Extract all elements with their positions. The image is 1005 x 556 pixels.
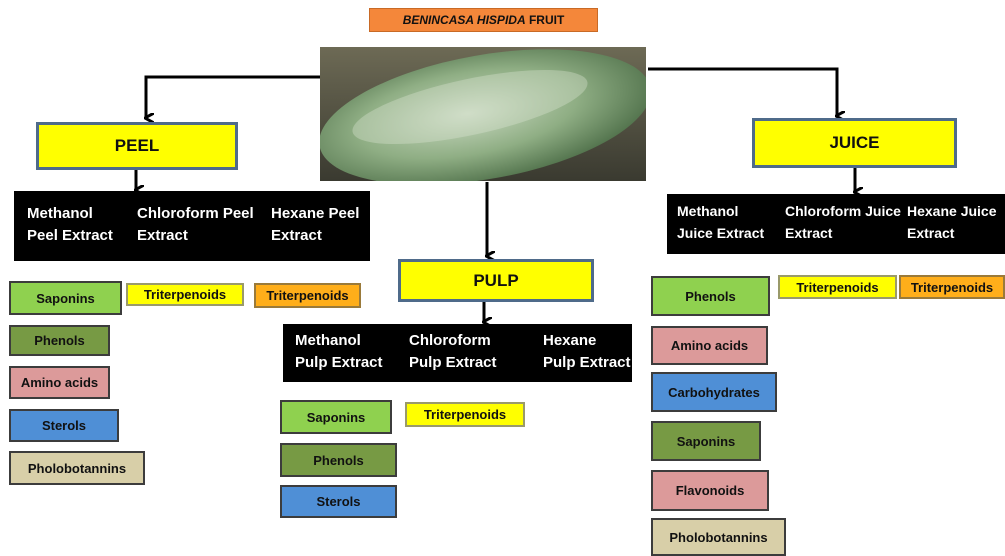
title-rest: FRUIT	[526, 13, 565, 27]
peel-amino-acids: Amino acids	[9, 366, 110, 399]
juice-hexane-extract: Hexane Juice Extract	[907, 200, 997, 244]
juice-methanol-extract: Methanol Juice Extract	[677, 200, 764, 244]
fruit-illustration	[320, 47, 646, 181]
peel-phenols: Phenols	[9, 325, 110, 356]
peel-saponins: Saponins	[9, 281, 122, 315]
juice-chloroform-extract: Chloroform Juice Extract	[785, 200, 901, 244]
juice-saponins: Saponins	[651, 421, 761, 461]
juice-head: JUICE	[752, 118, 957, 168]
juice-amino-acids: Amino acids	[651, 326, 768, 365]
juice-flavonoids: Flavonoids	[651, 470, 769, 511]
arrow-fruit-to-juice	[648, 69, 837, 116]
peel-chloroform-triterpenoids: Triterpenoids	[126, 283, 244, 306]
peel-methanol-extract: Methanol Peel Extract	[27, 203, 113, 247]
pulp-saponins: Saponins	[280, 400, 392, 434]
juice-chloroform-triterpenoids: Triterpenoids	[778, 275, 897, 299]
fruit-photo	[320, 47, 646, 181]
peel-head: PEEL	[36, 122, 238, 170]
pulp-chloroform-triterpenoids: Triterpenoids	[405, 402, 525, 427]
pulp-hexane-extract: Hexane Pulp Extract	[543, 330, 631, 374]
peel-pholobotannins: Pholobotannins	[9, 451, 145, 485]
arrow-fruit-to-peel	[146, 77, 322, 118]
pulp-sterols: Sterols	[280, 485, 397, 518]
juice-pholobotannins: Pholobotannins	[651, 518, 786, 556]
juice-phenols: Phenols	[651, 276, 770, 316]
peel-hexane-extract: Hexane Peel Extract	[271, 203, 359, 247]
pulp-chloroform-extract: Chloroform Pulp Extract	[409, 330, 497, 374]
title-italic: BENINCASA HISPIDA	[403, 13, 526, 27]
juice-hexane-triterpenoids: Triterpenoids	[899, 275, 1005, 299]
juice-carbohydrates: Carbohydrates	[651, 372, 777, 412]
peel-hexane-triterpenoids: Triterpenoids	[254, 283, 361, 308]
pulp-phenols: Phenols	[280, 443, 397, 477]
juice-extract-bar: Methanol Juice Extract Chloroform Juice …	[667, 194, 1005, 254]
peel-chloroform-extract: Chloroform Peel Extract	[137, 203, 254, 247]
peel-extract-bar: Methanol Peel Extract Chloroform Peel Ex…	[14, 191, 370, 261]
pulp-head: PULP	[398, 259, 594, 302]
diagram-title: BENINCASA HISPIDA FRUIT	[369, 8, 598, 32]
pulp-extract-bar: Methanol Pulp Extract Chloroform Pulp Ex…	[283, 324, 632, 382]
pulp-methanol-extract: Methanol Pulp Extract	[295, 330, 383, 374]
peel-sterols: Sterols	[9, 409, 119, 442]
